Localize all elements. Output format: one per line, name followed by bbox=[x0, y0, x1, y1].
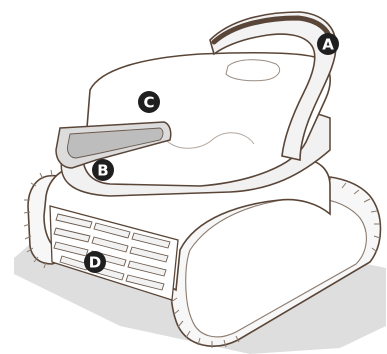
callout-a: A bbox=[317, 33, 339, 55]
callout-b-label: B bbox=[97, 162, 108, 180]
callout-a-label: A bbox=[322, 36, 334, 54]
callout-b: B bbox=[92, 159, 114, 181]
callout-d-label: D bbox=[89, 254, 101, 272]
callout-d: D bbox=[84, 251, 106, 273]
callout-c: C bbox=[138, 91, 160, 113]
callout-c-label: C bbox=[143, 94, 154, 112]
